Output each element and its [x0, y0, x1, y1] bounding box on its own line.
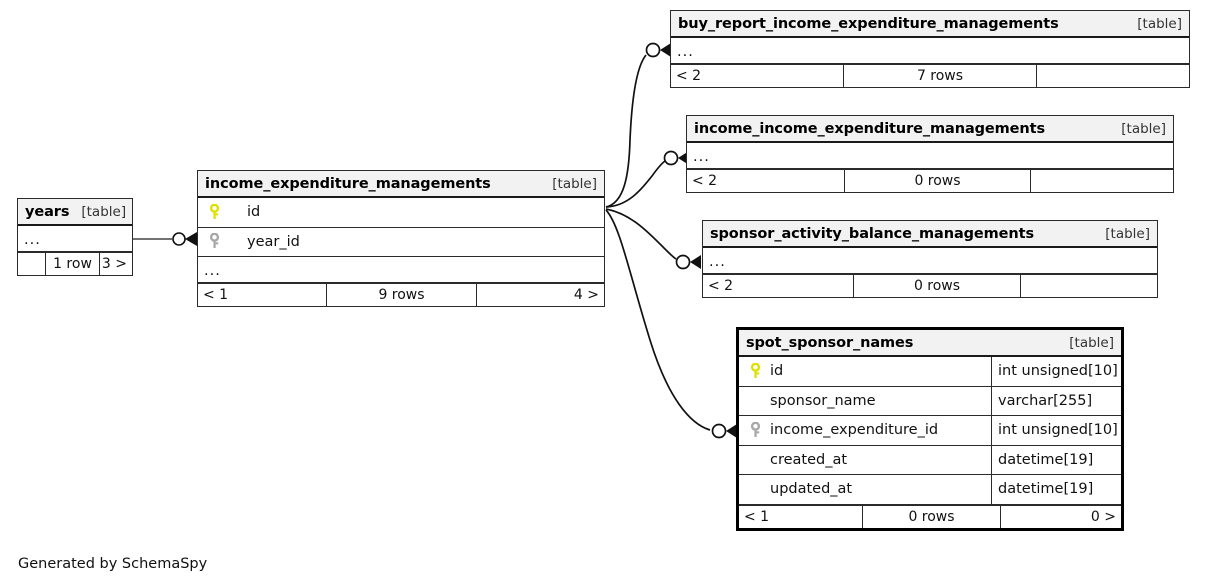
- column-cell: income_expenditure_id: [739, 421, 991, 439]
- footer-row-count: 0 rows: [863, 505, 1001, 528]
- column-cell: id: [198, 203, 604, 221]
- table-footer: < 2 7 rows: [671, 64, 1189, 87]
- table-node-income-income-expenditure-managements[interactable]: income_income_expenditure_managements [t…: [686, 115, 1174, 193]
- edge-years-to-income-expenditure-managements: [133, 232, 197, 246]
- column-type: int unsigned[10]: [991, 416, 1121, 445]
- table-type-label: [table]: [1069, 334, 1114, 351]
- table-header: income_expenditure_managements [table]: [198, 171, 604, 198]
- table-type-label: [table]: [552, 175, 597, 192]
- column-cell: created_at: [739, 451, 991, 468]
- column-name: updated_at: [770, 481, 853, 498]
- table-name: spot_sponsor_names: [746, 334, 914, 351]
- column-cell: id: [739, 362, 991, 380]
- table-header: income_income_expenditure_managements [t…: [687, 116, 1173, 143]
- table-row[interactable]: created_at datetime[19]: [739, 445, 1121, 475]
- table-type-label: [table]: [1137, 15, 1182, 32]
- primary-key-icon: [206, 203, 223, 221]
- edge-iem-to-income-income: [605, 150, 689, 208]
- column-type: varchar[255]: [991, 386, 1121, 415]
- table-name: income_expenditure_managements: [205, 175, 491, 192]
- footer-row-count: 0 rows: [854, 275, 1021, 297]
- column-name: created_at: [770, 451, 848, 468]
- footer-children-count: 0 >: [1090, 508, 1116, 525]
- column-type: datetime[19]: [991, 475, 1121, 504]
- table-row[interactable]: year_id: [198, 227, 604, 257]
- columns-ellipsis: ...: [18, 226, 132, 252]
- table-header: spot_sponsor_names [table]: [739, 330, 1121, 357]
- no-key-icon: [747, 392, 764, 409]
- columns-ellipsis: ...: [198, 257, 604, 283]
- table-type-label: [table]: [81, 203, 127, 220]
- footer-parents-count: < 2: [687, 170, 845, 192]
- table-type-label: [table]: [1121, 120, 1166, 137]
- table-type-label: [table]: [1105, 225, 1150, 242]
- table-name: years: [25, 203, 70, 220]
- table-footer: < 2 0 rows: [687, 169, 1173, 192]
- table-node-sponsor-activity-balance-managements[interactable]: sponsor_activity_balance_managements [ta…: [702, 220, 1158, 298]
- table-name: income_income_expenditure_managements: [694, 120, 1045, 137]
- generated-by-caption: Generated by SchemaSpy: [18, 556, 208, 572]
- footer-children-count: [1031, 170, 1173, 192]
- footer-parents-count: < 1: [198, 284, 327, 306]
- no-key-icon: [747, 481, 764, 498]
- table-row[interactable]: income_expenditure_id int unsigned[10]: [739, 416, 1121, 446]
- column-name: income_expenditure_id: [770, 422, 939, 439]
- no-key-icon: [747, 451, 764, 468]
- table-footer: < 2 0 rows: [703, 274, 1157, 297]
- column-name: year_id: [247, 233, 300, 250]
- table-footer: 1 row 3 >: [18, 252, 132, 275]
- table-row[interactable]: id int unsigned[10]: [739, 357, 1121, 387]
- column-cell: updated_at: [739, 481, 991, 498]
- edge-iem-to-buy-report: [605, 42, 671, 208]
- columns-ellipsis: ...: [703, 248, 1157, 274]
- footer-parents-count: [18, 253, 46, 275]
- primary-key-icon: [747, 362, 764, 380]
- table-name: buy_report_income_expenditure_management…: [678, 15, 1059, 32]
- table-node-buy-report-income-expenditure-managements[interactable]: buy_report_income_expenditure_management…: [670, 10, 1190, 88]
- table-row[interactable]: sponsor_name varchar[255]: [739, 386, 1121, 416]
- table-footer: < 1 0 rows 0 >: [739, 504, 1121, 528]
- table-row[interactable]: updated_at datetime[19]: [739, 475, 1121, 505]
- columns-ellipsis: ...: [687, 143, 1173, 169]
- footer-parents-count: < 2: [703, 275, 854, 297]
- footer-children-count: 4 >: [573, 287, 599, 303]
- table-row[interactable]: id: [198, 198, 604, 228]
- table-node-income-expenditure-managements[interactable]: income_expenditure_managements [table] i…: [197, 170, 605, 307]
- column-type: datetime[19]: [991, 445, 1121, 474]
- column-cell: year_id: [198, 233, 604, 250]
- columns-ellipsis: ...: [671, 38, 1189, 64]
- table-header: buy_report_income_expenditure_management…: [671, 11, 1189, 38]
- footer-row-count: 1 row: [46, 253, 100, 275]
- table-node-spot-sponsor-names[interactable]: spot_sponsor_names [table] id int unsign…: [736, 327, 1124, 531]
- edge-iem-to-sponsor-activity: [605, 208, 701, 270]
- footer-children-count: 3 >: [101, 256, 127, 272]
- table-name: sponsor_activity_balance_managements: [710, 225, 1034, 242]
- footer-parents-count: < 2: [671, 65, 844, 87]
- table-footer: < 1 9 rows 4 >: [198, 283, 604, 306]
- footer-children-count: [1037, 65, 1189, 87]
- table-header: sponsor_activity_balance_managements [ta…: [703, 221, 1157, 248]
- column-type: int unsigned[10]: [991, 357, 1121, 386]
- footer-children-count: [1021, 275, 1157, 297]
- foreign-key-icon: [206, 233, 223, 250]
- column-cell: sponsor_name: [739, 392, 991, 409]
- footer-row-count: 0 rows: [845, 170, 1031, 192]
- footer-row-count: 9 rows: [327, 284, 477, 306]
- column-name: id: [770, 363, 784, 380]
- foreign-key-icon: [747, 421, 764, 439]
- footer-row-count: 7 rows: [844, 65, 1037, 87]
- column-name: sponsor_name: [770, 392, 876, 409]
- column-name: id: [247, 204, 261, 221]
- table-header: years [table]: [18, 199, 132, 226]
- table-node-years[interactable]: years [table] ... 1 row 3 >: [17, 198, 133, 276]
- footer-parents-count: < 1: [739, 505, 863, 528]
